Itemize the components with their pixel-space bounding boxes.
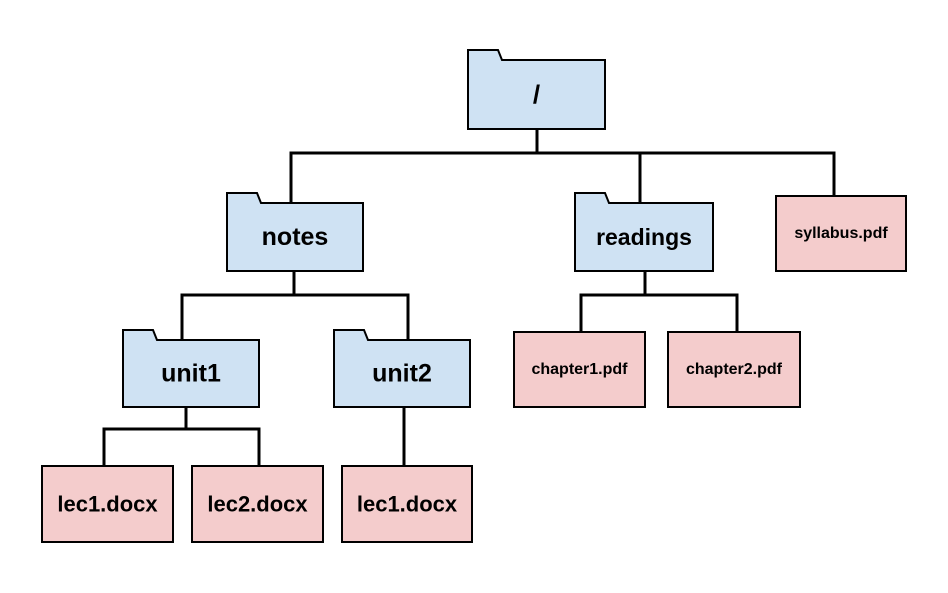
file-icon xyxy=(191,465,324,543)
node-label: notes xyxy=(262,223,329,251)
node-label: lec2.docx xyxy=(207,492,308,517)
node-label: / xyxy=(533,80,540,110)
node-label: chapter1.pdf xyxy=(531,361,628,378)
file-icon xyxy=(775,195,907,272)
folder-icon xyxy=(574,192,714,272)
folder-icon xyxy=(226,192,364,272)
node-label: lec1.docx xyxy=(357,492,458,517)
folder-node-root: / xyxy=(467,49,606,130)
folder-icon xyxy=(122,329,260,408)
node-label: unit1 xyxy=(161,360,221,388)
folder-icon xyxy=(333,329,471,408)
file-node-chapter1: chapter1.pdf xyxy=(513,331,646,408)
node-label: lec1.docx xyxy=(57,492,158,517)
tree-nodes: / notes readings syllabus.pdf unit1 unit2 chap… xyxy=(41,49,907,543)
node-label: unit2 xyxy=(372,360,432,388)
file-node-unit1-lec2: lec2.docx xyxy=(191,465,324,543)
file-icon xyxy=(41,465,174,543)
file-node-unit1-lec1: lec1.docx xyxy=(41,465,174,543)
file-icon xyxy=(341,465,473,543)
file-node-unit2-lec1: lec1.docx xyxy=(341,465,473,543)
folder-node-readings: readings xyxy=(574,192,714,272)
file-node-chapter2: chapter2.pdf xyxy=(667,331,801,408)
folder-node-notes: notes xyxy=(226,192,364,272)
folder-node-unit2: unit2 xyxy=(333,329,471,408)
folder-icon xyxy=(467,49,606,130)
node-label: readings xyxy=(596,224,692,250)
file-node-syllabus: syllabus.pdf xyxy=(775,195,907,272)
file-icon xyxy=(513,331,646,408)
folder-node-unit1: unit1 xyxy=(122,329,260,408)
tree-connectors xyxy=(102,127,836,468)
node-label: chapter2.pdf xyxy=(686,361,783,378)
file-icon xyxy=(667,331,801,408)
node-label: syllabus.pdf xyxy=(794,225,888,242)
